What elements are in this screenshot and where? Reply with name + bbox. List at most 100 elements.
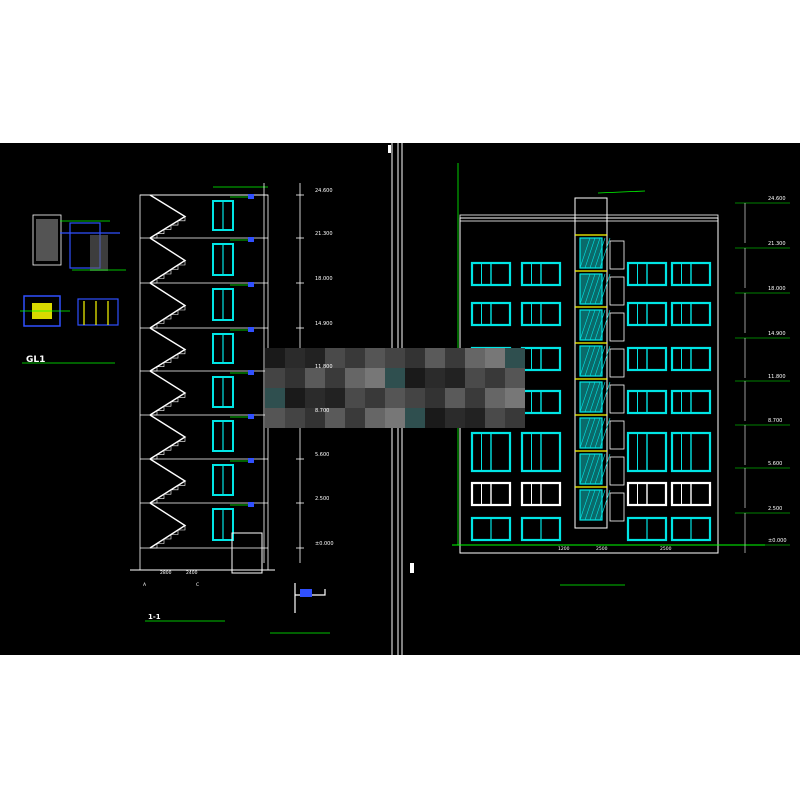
stair-step [150, 279, 158, 284]
glass-hatch [584, 309, 596, 341]
stair-step [178, 349, 186, 355]
elevation-cornice [459, 214, 719, 222]
mosaic-tile [365, 348, 385, 368]
stair-step [150, 411, 158, 416]
glass-hatch [584, 345, 596, 377]
stair-step [157, 539, 165, 544]
glass-hatch [579, 381, 591, 413]
stair-step [171, 485, 179, 491]
mosaic-tile [425, 408, 445, 428]
mosaic-tile [385, 408, 405, 428]
glass-hatch [584, 381, 596, 413]
mosaic-tile [285, 388, 305, 408]
stair-step [171, 397, 179, 403]
plan-detail-box [77, 298, 119, 326]
stair-step [164, 535, 172, 540]
mosaic-tile [425, 368, 445, 388]
column-detail-hatch [90, 235, 108, 271]
mosaic-tile [445, 348, 465, 368]
glass-hatch [589, 345, 601, 377]
level-label: 8.700 [768, 418, 783, 424]
stair-step [178, 526, 186, 531]
stair-tower-glass [579, 273, 603, 305]
level-label: 8.700 [315, 408, 330, 414]
mosaic-tile [445, 408, 465, 428]
side-window [609, 420, 625, 450]
label-marker [248, 502, 254, 507]
mosaic-tile [285, 408, 305, 428]
label-marker [248, 458, 254, 463]
level-label: 5.600 [768, 461, 783, 467]
mosaic-tile [505, 348, 525, 368]
mosaic-tile [485, 368, 505, 388]
mosaic-tile [265, 388, 285, 408]
mosaic-tile [485, 348, 505, 368]
divider-marker [388, 145, 391, 153]
stair-step [171, 354, 179, 359]
glass-hatch [599, 309, 611, 341]
level-label: 18.000 [315, 276, 333, 282]
pit-outline [231, 532, 263, 574]
stair-step [164, 490, 172, 495]
stair-step [178, 481, 186, 486]
stair-flight [149, 502, 187, 549]
section-title: 1-1 [148, 613, 161, 621]
section-outline [139, 194, 269, 571]
stair-step [150, 544, 158, 549]
stair-tower-glass [579, 237, 603, 269]
glass-hatch [594, 237, 606, 269]
dimension-label: 2400 [186, 571, 198, 576]
stair-flight [149, 194, 187, 239]
stair-tower-glass [579, 345, 603, 377]
label-marker [248, 414, 254, 419]
level-label: 2.500 [315, 496, 330, 502]
mosaic-tile [445, 388, 465, 408]
level-label: ±0.000 [768, 538, 787, 544]
glass-hatch [579, 237, 591, 269]
dimension-label: 2800 [160, 571, 172, 576]
stair-step [164, 270, 172, 275]
stair-step [178, 306, 186, 311]
mosaic-tile [365, 368, 385, 388]
mosaic-tile [305, 348, 325, 368]
mosaic-tile [345, 408, 365, 428]
mosaic-tile [345, 348, 365, 368]
stair-tower [574, 197, 608, 529]
stair-step [157, 274, 165, 279]
label-marker [248, 282, 254, 287]
level-label: 18.000 [768, 286, 786, 292]
glass-hatch [594, 309, 606, 341]
mosaic-tile [425, 388, 445, 408]
stair-step [164, 225, 172, 230]
mosaic-tile [445, 368, 465, 388]
glass-hatch [589, 453, 601, 485]
mosaic-tile [465, 348, 485, 368]
stair-step [171, 265, 179, 270]
level-label: 24.600 [768, 196, 786, 202]
stair-step [157, 362, 165, 367]
level-label: 21.300 [768, 241, 786, 247]
stair-flight [149, 327, 187, 372]
mosaic-tile [385, 368, 405, 388]
mosaic-tile [325, 388, 345, 408]
level-label: 14.900 [768, 331, 786, 337]
stair-flight [149, 237, 187, 284]
dimension-label: 2500 [596, 547, 608, 552]
stair-detail-drawing [300, 589, 312, 597]
label-marker [248, 194, 254, 199]
glass-hatch [594, 273, 606, 305]
label-marker [248, 237, 254, 242]
stair-flight [149, 414, 187, 460]
stair-tower-glass [579, 489, 603, 521]
glass-hatch [584, 417, 596, 449]
stair-step [150, 499, 158, 504]
side-window [609, 276, 625, 306]
stair-step [150, 455, 158, 460]
label-marker [248, 370, 254, 375]
glass-hatch [594, 381, 606, 413]
glass-hatch [599, 381, 611, 413]
dimension-label: 2500 [660, 547, 672, 552]
glass-hatch [579, 453, 591, 485]
stair-tower-glass [579, 453, 603, 485]
stair-step [171, 310, 179, 315]
